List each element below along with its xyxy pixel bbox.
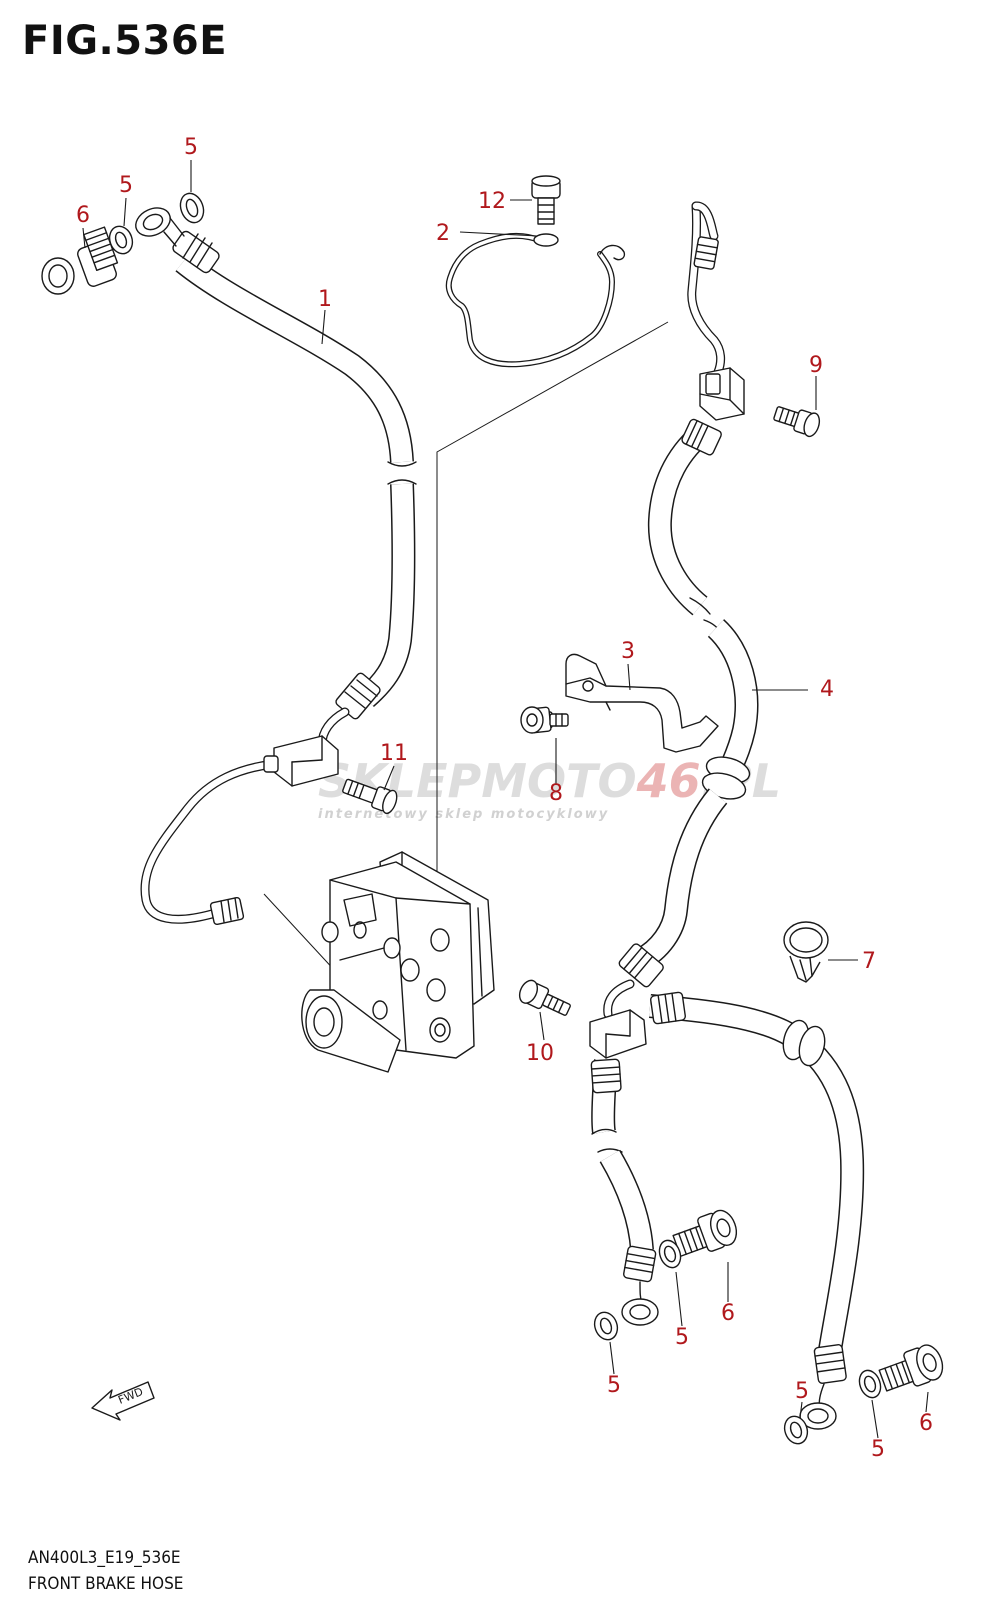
- callout-7: 7: [862, 949, 876, 974]
- part-6-banjo-bolt-bottom: [878, 1344, 944, 1392]
- callout-leader-lines: [82, 160, 929, 1439]
- callout-11: 11: [380, 741, 408, 766]
- watermark-brand-part2: 46: [636, 754, 701, 808]
- part-10-bolt: [518, 979, 571, 1016]
- model-code: AN400L3_E19_536E: [28, 1548, 181, 1568]
- part-2-wire-clamp: [445, 232, 626, 368]
- fwd-arrow-icon: FWD: [91, 1381, 155, 1421]
- watermark-tagline: internetowy sklep motocyklowy: [318, 807, 609, 822]
- part-3-bracket: [565, 653, 719, 753]
- part-11-bolt: [342, 778, 398, 815]
- callout-5: 5: [795, 1379, 809, 1404]
- callout-5: 5: [184, 135, 198, 160]
- callout-12: 12: [478, 189, 506, 214]
- figure-title: FIG.536E: [22, 18, 228, 64]
- callout-4: 4: [820, 677, 834, 702]
- callout-10: 10: [526, 1041, 554, 1066]
- part-7-hose-clamp: [783, 921, 829, 983]
- callout-6: 6: [76, 203, 90, 228]
- part-5-washers-top: [108, 192, 205, 255]
- part-1-brake-hose-left: [135, 207, 417, 926]
- callout-2: 2: [436, 221, 450, 246]
- part-9-bolt: [773, 406, 821, 438]
- callout-labels: 5 5 6 1 12 2 9 3 4 11 8 7 10 6 5 5 5 5 6: [76, 135, 933, 1462]
- figure-name: FRONT BRAKE HOSE: [28, 1574, 184, 1594]
- part-5-washers-bottom: [593, 1239, 882, 1445]
- abs-hydraulic-unit: [301, 851, 495, 1073]
- callout-5: 5: [871, 1437, 885, 1462]
- callout-9: 9: [809, 353, 823, 378]
- part-8-bolt: [520, 706, 569, 734]
- part-12-bolt: [531, 175, 561, 225]
- part-6-banjo-bolt-top: [41, 226, 119, 295]
- callout-6: 6: [721, 1301, 735, 1326]
- part-6-banjo-bolt-middle: [672, 1209, 738, 1257]
- callout-8: 8: [549, 781, 563, 806]
- callout-3: 3: [621, 639, 635, 664]
- callout-5: 5: [607, 1373, 621, 1398]
- callout-1: 1: [318, 287, 332, 312]
- callout-5: 5: [119, 173, 133, 198]
- callout-6: 6: [919, 1411, 933, 1436]
- callout-5: 5: [675, 1325, 689, 1350]
- part-4-brake-hose-right: [589, 201, 865, 1430]
